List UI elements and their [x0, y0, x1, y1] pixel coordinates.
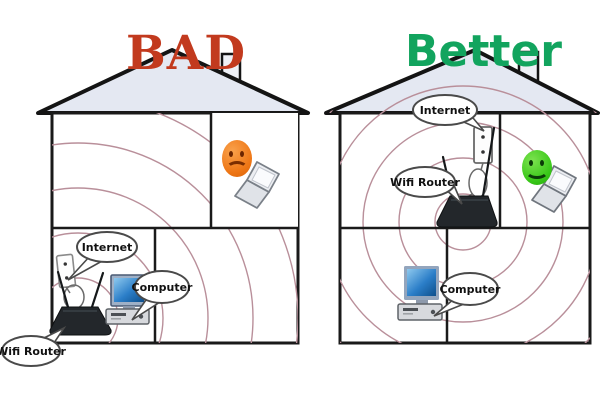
speech-bubble-shape — [67, 231, 138, 281]
desktop-computer-icon — [397, 266, 443, 321]
frown-mouth — [226, 161, 248, 176]
eye — [240, 151, 244, 157]
speech-bubble-shape — [1, 325, 67, 367]
speech-bubble-shape — [433, 272, 499, 317]
sad-face-icon — [222, 140, 252, 177]
computer-label: Computer — [131, 280, 193, 294]
eye — [229, 151, 233, 157]
wall-outlet-icon — [55, 253, 77, 289]
speech-bubble-shape — [394, 166, 463, 205]
internet-label: Internet — [419, 103, 471, 117]
laptop-icon — [531, 165, 577, 213]
better-house — [324, 48, 600, 345]
internet-label: Internet — [81, 240, 133, 254]
better-title: Better — [405, 26, 562, 77]
happy-face-icon — [522, 150, 552, 185]
smile-mouth — [525, 162, 549, 179]
wifi-router-label: Wifi Router — [0, 344, 66, 358]
computer-label: Computer — [439, 282, 501, 296]
speech-bubble-shape — [412, 94, 485, 132]
laptop-icon — [234, 161, 280, 209]
wifi-router-icon — [49, 270, 112, 336]
wifi-router-label: Wifi Router — [390, 176, 460, 189]
speech-bubble-shape — [131, 270, 190, 321]
bad-title: BAD — [126, 26, 246, 81]
